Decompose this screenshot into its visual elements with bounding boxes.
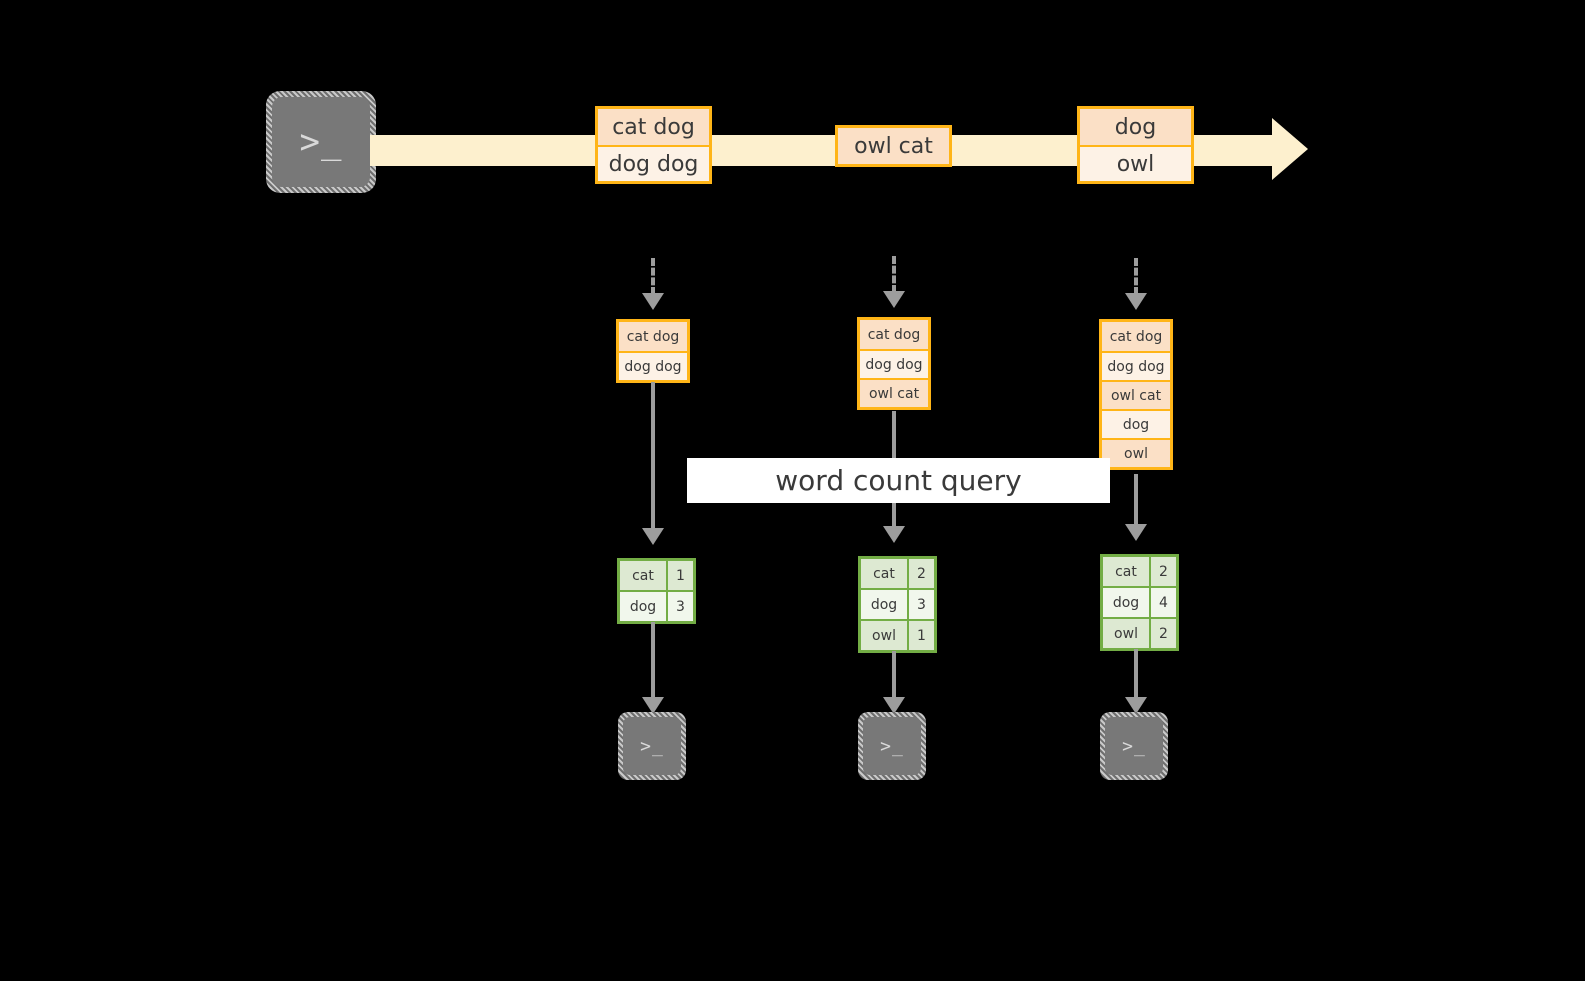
message-line: owl: [1080, 145, 1191, 181]
result-count: 1: [907, 621, 934, 650]
result-word: owl: [861, 621, 907, 650]
dashed-connector-2-arrowhead-icon: [883, 291, 905, 308]
snapshot-log-1: cat dog dog dog: [616, 319, 690, 383]
stream-message-2: owl cat: [835, 125, 952, 167]
log-line: cat dog: [1102, 322, 1170, 351]
log-line: owl: [1102, 438, 1170, 467]
table-row: dog 4: [1103, 586, 1176, 617]
log-line: owl cat: [860, 378, 928, 407]
dashed-connector-1-arrowhead-icon: [642, 293, 664, 310]
terminal-body: [863, 717, 921, 775]
log-line: dog dog: [1102, 351, 1170, 380]
result-table-3: cat 2 dog 4 owl 2: [1100, 554, 1179, 651]
table-row: owl 2: [1103, 617, 1176, 648]
terminal-body: [623, 717, 681, 775]
result-word: dog: [861, 590, 907, 619]
message-line: cat dog: [598, 109, 709, 145]
query-label: word count query: [687, 458, 1110, 503]
dashed-connector-3: [1134, 258, 1138, 295]
snapshot-log-2: cat dog dog dog owl cat: [857, 317, 931, 410]
result-count: 2: [1149, 619, 1176, 648]
log-line: dog: [1102, 409, 1170, 438]
result-table-2: cat 2 dog 3 owl 1: [858, 556, 937, 653]
log-line: dog dog: [619, 351, 687, 380]
query-connector-2-arrowhead-icon: [883, 526, 905, 543]
consumer-connector-2: [892, 651, 896, 700]
result-word: dog: [620, 592, 666, 621]
query-connector-3-arrowhead-icon: [1125, 524, 1147, 541]
log-line: cat dog: [619, 322, 687, 351]
query-connector-3: [1134, 474, 1138, 526]
message-line: owl cat: [838, 128, 949, 164]
result-word: cat: [861, 559, 907, 588]
query-connector-1: [651, 382, 655, 530]
consumer-terminal-icon-3: >_: [1100, 712, 1168, 780]
query-connector-1-arrowhead-icon: [642, 528, 664, 545]
stream-message-1: cat dog dog dog: [595, 106, 712, 184]
result-count: 4: [1149, 588, 1176, 617]
consumer-connector-2-arrowhead-icon: [883, 697, 905, 714]
message-line: dog dog: [598, 145, 709, 181]
result-count: 1: [666, 561, 693, 590]
dashed-connector-2: [892, 256, 896, 293]
terminal-body: [272, 97, 370, 187]
log-line: owl cat: [1102, 380, 1170, 409]
result-count: 2: [907, 559, 934, 588]
consumer-connector-3-arrowhead-icon: [1125, 697, 1147, 714]
snapshot-log-3: cat dog dog dog owl cat dog owl: [1099, 319, 1173, 470]
table-row: cat 2: [1103, 557, 1176, 586]
result-count: 3: [666, 592, 693, 621]
producer-terminal-icon: >_: [266, 91, 376, 193]
table-row: cat 2: [861, 559, 934, 588]
message-line: dog: [1080, 109, 1191, 145]
consumer-terminal-icon-2: >_: [858, 712, 926, 780]
table-row: cat 1: [620, 561, 693, 590]
terminal-prompt-glyph: >_: [640, 735, 664, 757]
consumer-terminal-icon-1: >_: [618, 712, 686, 780]
consumer-connector-3: [1134, 649, 1138, 700]
result-count: 3: [907, 590, 934, 619]
terminal-prompt-glyph: >_: [1122, 735, 1146, 757]
table-row: dog 3: [861, 588, 934, 619]
consumer-connector-1: [651, 622, 655, 700]
dashed-connector-3-arrowhead-icon: [1125, 293, 1147, 310]
terminal-body: [1105, 717, 1163, 775]
result-word: cat: [1103, 557, 1149, 586]
result-table-1: cat 1 dog 3: [617, 558, 696, 624]
log-line: cat dog: [860, 320, 928, 349]
result-word: dog: [1103, 588, 1149, 617]
terminal-prompt-glyph: >_: [880, 735, 904, 757]
log-line: dog dog: [860, 349, 928, 378]
consumer-connector-1-arrowhead-icon: [642, 697, 664, 714]
terminal-prompt-glyph: >_: [299, 122, 343, 162]
stream-arrowhead-icon: [1272, 118, 1308, 180]
table-row: owl 1: [861, 619, 934, 650]
stream-message-3: dog owl: [1077, 106, 1194, 184]
result-word: cat: [620, 561, 666, 590]
dashed-connector-1: [651, 258, 655, 295]
table-row: dog 3: [620, 590, 693, 621]
result-word: owl: [1103, 619, 1149, 648]
result-count: 2: [1149, 557, 1176, 586]
